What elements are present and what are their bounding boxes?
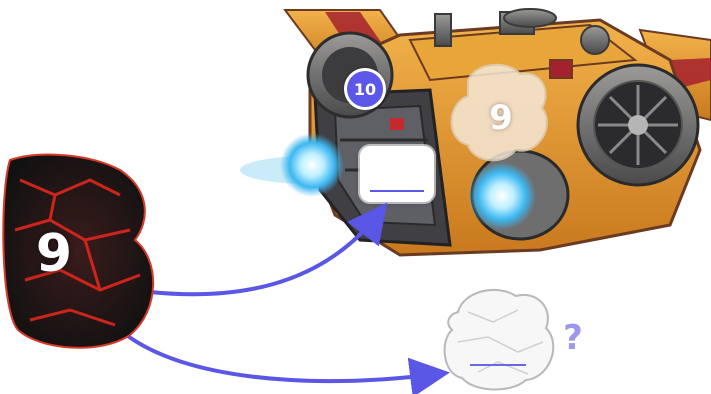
question-mark-hint: ? (563, 318, 583, 358)
lava-rock-icon[interactable] (0, 150, 160, 350)
ship-target-number: 9 (489, 98, 513, 138)
arrow-to-ghost-rock (118, 328, 450, 394)
answer-drop-box[interactable] (360, 146, 434, 202)
ghost-rock-icon[interactable] (438, 282, 560, 394)
source-rock-number: 9 (35, 224, 73, 284)
spaceship-icon (240, 8, 711, 257)
answer-blank-line (370, 190, 424, 192)
level-badge: 10 (344, 68, 386, 110)
ghost-rock-blank-line (470, 364, 526, 366)
